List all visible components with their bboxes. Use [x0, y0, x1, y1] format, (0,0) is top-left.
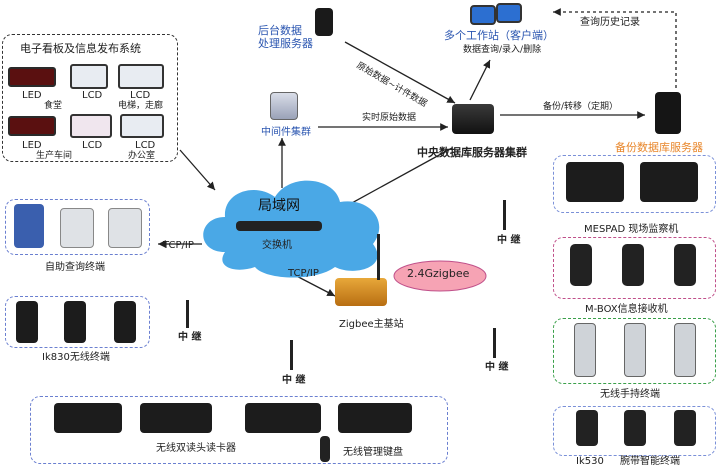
- switch-label: 交换机: [262, 240, 292, 251]
- zigbee-antenna-icon: [377, 234, 380, 280]
- workstation-sub: 数据查询/录入/删除: [463, 45, 542, 55]
- led-screen-1: [8, 67, 56, 87]
- ebill-caption-1: 食堂: [44, 101, 63, 111]
- backup-server-icon: [655, 92, 681, 134]
- ebill-lcd-label-1: LCD: [82, 90, 103, 101]
- relay-label-1: 中 继: [497, 235, 521, 246]
- zigbee-label: Zigbee主基站: [339, 319, 404, 330]
- ebill-led-label-2: LED: [22, 140, 42, 151]
- handheld-device-3: [674, 323, 696, 377]
- relay-antenna-icon-3: [290, 340, 293, 370]
- ebill-title: 电子看板及信息发布系统: [20, 42, 141, 55]
- handheld-label: 无线手持终端: [600, 389, 660, 400]
- wrist-panel: [553, 406, 716, 456]
- workstation-icon-1: [470, 5, 496, 25]
- reader-icon-1: [60, 208, 94, 248]
- backend-label-1: 后台数据: [258, 24, 302, 37]
- relay-label-3: 中 继: [282, 375, 306, 386]
- mbox-device-3: [674, 244, 696, 286]
- self-query-panel: [5, 199, 150, 255]
- middleware-label: 中间件集群: [261, 127, 311, 138]
- ebill-lcd-label-3: LCD: [82, 140, 103, 151]
- relay-label-2: 中 继: [178, 332, 202, 343]
- mespad-label: MESPAD 现场监察机: [584, 224, 679, 235]
- dual-reader-2: [140, 403, 212, 433]
- ebill-caption-6: 办公室: [128, 151, 156, 161]
- reader-panel: [30, 396, 448, 464]
- central-db-icon: [452, 104, 494, 134]
- mbox-device-1: [570, 244, 592, 286]
- mespad-panel: [553, 155, 716, 213]
- kiosk-icon: [14, 204, 44, 248]
- mespad-device-2: [640, 162, 698, 202]
- switch-icon: [236, 221, 322, 231]
- handheld-device-1: [574, 323, 596, 377]
- lan-label: 局域网: [258, 198, 300, 214]
- ebill-caption-3: 电梯，走廊: [118, 101, 164, 111]
- ebill-caption-4: 生产车间: [36, 151, 73, 161]
- relay-label-4: 中 继: [485, 362, 509, 373]
- zigbee-bubble: [393, 260, 487, 292]
- backup-label: 备份数据库服务器: [615, 141, 703, 154]
- ik830-device-3: [114, 301, 136, 343]
- mbox-panel: [553, 237, 716, 299]
- backend-label-2: 处理服务器: [258, 37, 313, 50]
- zigbee-band-label: 2.4Gzigbee: [407, 267, 470, 280]
- ik530-label: Ik530: [576, 456, 604, 467]
- dual-reader-4: [338, 403, 412, 433]
- lcd-screen-4: [120, 114, 164, 138]
- flow-realtime: 实时原始数据: [362, 113, 417, 123]
- wrist-device-2: [624, 410, 646, 446]
- handheld-device-2: [624, 323, 646, 377]
- wrist-device-3: [674, 410, 696, 446]
- mespad-device-1: [566, 162, 624, 202]
- workstation-icon-2: [496, 3, 522, 23]
- central-db-label: 中央数据库服务器集群: [417, 146, 527, 159]
- backend-server-icon: [315, 8, 333, 36]
- dual-reader-label: 无线双读头读卡器: [156, 443, 236, 454]
- tcpip-label-1: TCP/IP: [163, 240, 194, 251]
- led-screen-2: [8, 116, 56, 136]
- lcd-screen-3: [70, 114, 112, 138]
- wrist-label: 腕带智能终端: [620, 456, 680, 467]
- zigbee-station-icon: [335, 278, 387, 306]
- ik830-device-1: [16, 301, 38, 343]
- lcd-screen-2: [118, 64, 164, 89]
- middleware-server-icon: [270, 92, 298, 120]
- reader-icon-2: [108, 208, 142, 248]
- handheld-panel: [553, 318, 716, 384]
- keypad-remote-icon: [320, 436, 330, 462]
- relay-antenna-icon-2: [186, 300, 189, 328]
- ebill-lcd-label-2: LCD: [130, 90, 151, 101]
- ik830-panel: [5, 296, 150, 348]
- flow-history: 查询历史记录: [580, 17, 640, 28]
- wrist-device-1: [576, 410, 598, 446]
- relay-antenna-icon-1: [503, 200, 506, 230]
- ebill-led-label-1: LED: [22, 90, 42, 101]
- ebill-lcd-label-4: LCD: [135, 140, 156, 151]
- lcd-screen-1: [70, 64, 108, 89]
- workstation-title: 多个工作站（客户端）: [444, 29, 554, 42]
- relay-antenna-icon-4: [493, 328, 496, 358]
- self-query-label: 自助查询终端: [45, 262, 105, 273]
- ebill-panel: [2, 34, 178, 162]
- dual-reader-1: [54, 403, 122, 433]
- tcpip-label-2: TCP/IP: [288, 268, 319, 279]
- mbox-device-2: [622, 244, 644, 286]
- ik830-device-2: [64, 301, 86, 343]
- dual-reader-3: [245, 403, 321, 433]
- mbox-label: M-BOX信息接收机: [585, 304, 668, 315]
- ik830-label: Ik830无线终端: [42, 352, 110, 363]
- keypad-label: 无线管理键盘: [343, 447, 403, 458]
- flow-backup: 备份/转移（定期）: [543, 102, 619, 112]
